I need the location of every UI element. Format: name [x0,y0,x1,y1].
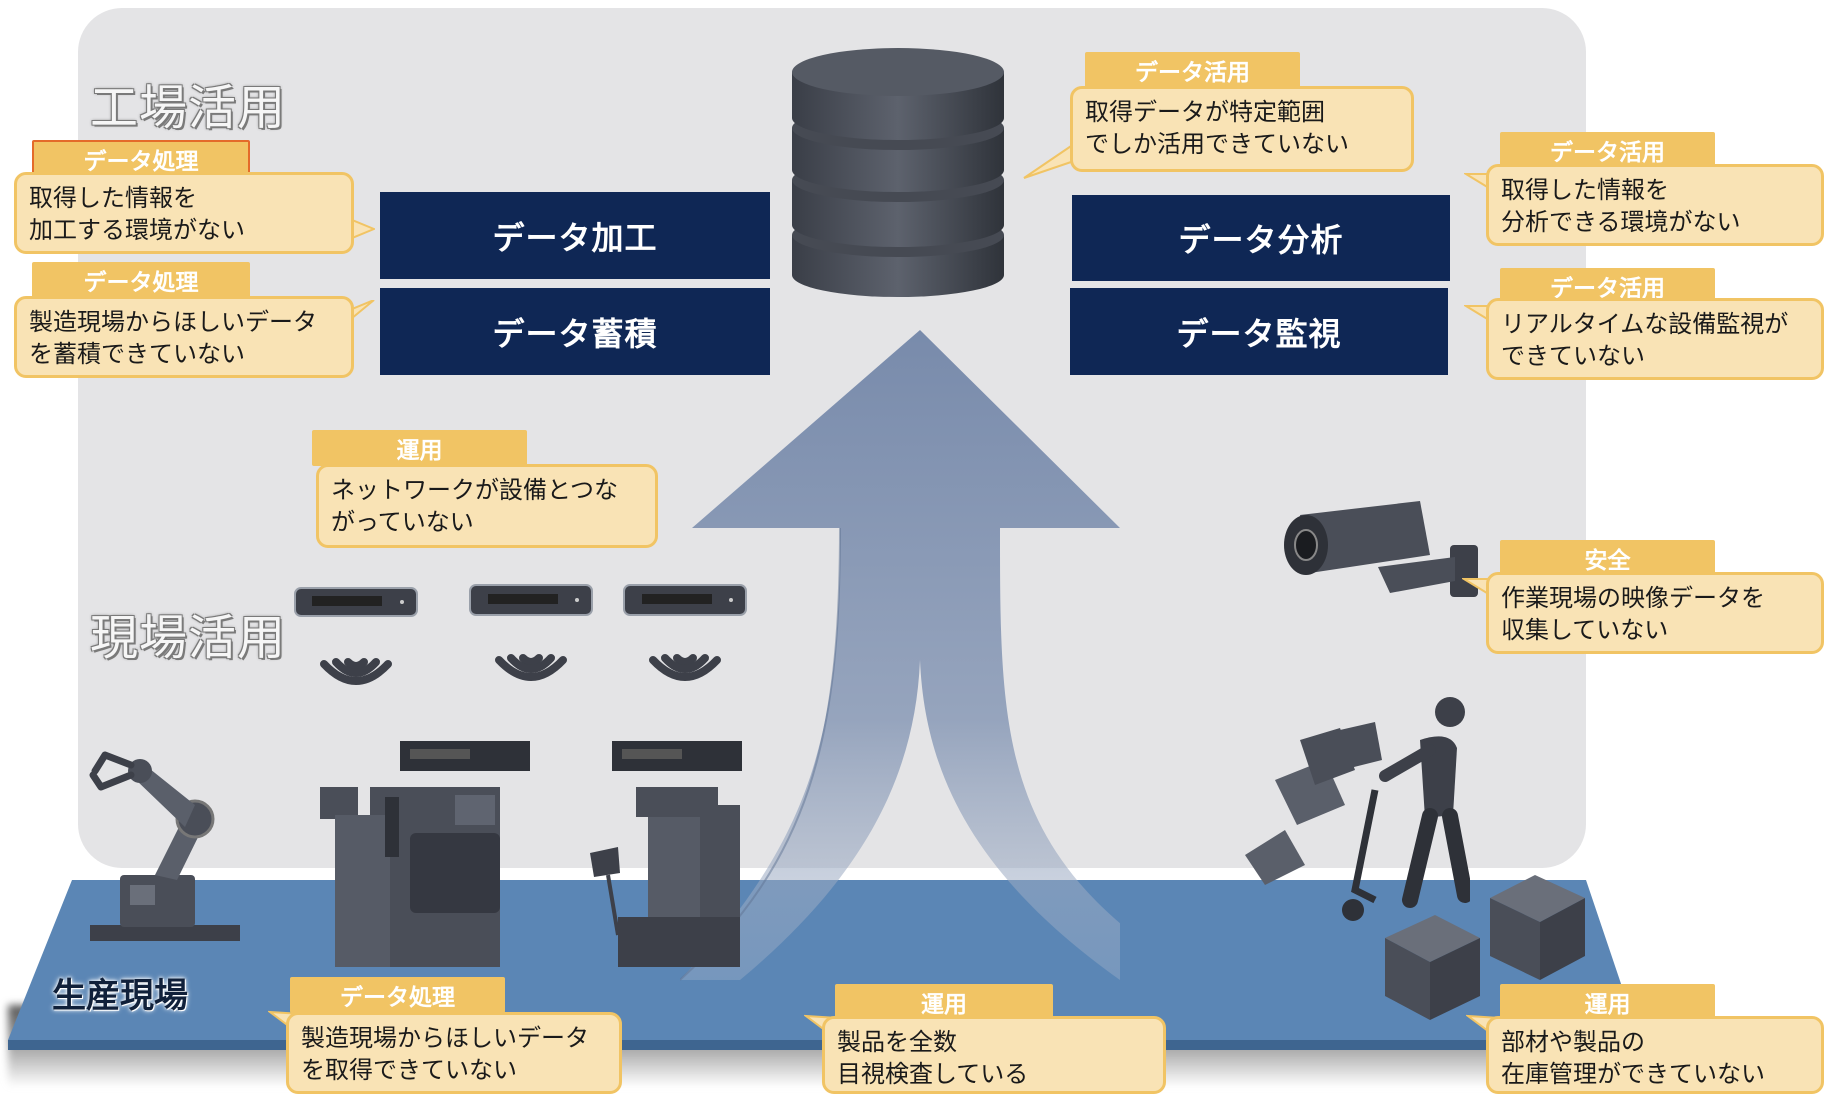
callout-text: 取得した情報を [1501,176,1669,204]
callout-bubble: 取得データが特定範囲 でしか活用できていない [1070,86,1414,172]
wifi-signal-icon [320,654,721,685]
callout-bubble: リアルタイムな設備監視が できていない [1486,298,1824,380]
callout-text: できていない [1501,342,1645,370]
callout-text: リアルタイムな設備監視が [1501,310,1789,338]
callout-bubble: 製品を全数 目視検査している [822,1016,1166,1094]
callout-bubble: 作業現場の映像データを 収集していない [1486,572,1824,654]
callout-text: 加工する環境がない [29,216,245,244]
callout-text: でしか活用できていない [1085,130,1349,158]
data-monitoring-box: データ監視 [1070,288,1448,375]
callout-text: 目視検査している [837,1060,1029,1088]
callout-bubble: 製造現場からほしいデータ を取得できていない [286,1012,622,1094]
callout-text: を取得できていない [301,1056,517,1084]
callout-tag: データ処理 [32,262,250,298]
machine-tool-icon [320,741,530,967]
callout-tag: データ活用 [1500,132,1715,168]
callout-bubble: 製造現場からほしいデータ を蓄積できていない [14,296,354,378]
callout-text: 部材や製品の [1501,1028,1645,1056]
callout-bubble: ネットワークが設備とつな がっていない [316,464,658,548]
callout-text: 取得データが特定範囲 [1085,98,1325,126]
callout-text: 作業現場の映像データを [1501,584,1765,612]
callout-bubble: 取得した情報を 加工する環境がない [14,172,354,254]
production-floor-label: 生産現場 [52,976,188,1016]
callout-tag: データ活用 [1085,52,1300,88]
callout-tag: 運用 [312,430,527,466]
machine-tool-icon [590,741,742,967]
robot-arm-icon [89,751,240,941]
callout-bubble: 部材や製品の 在庫管理ができていない [1486,1016,1824,1094]
data-analysis-box: データ分析 [1072,195,1450,281]
callout-text: ネットワークが設備とつな [331,476,619,504]
router-group [294,584,747,685]
router-icon [623,584,747,616]
callout-tag: 安全 [1500,540,1715,576]
security-camera-icon [1284,501,1478,597]
site-use-label: 現場活用 [90,610,287,666]
callout-text: がっていない [331,508,474,536]
callout-text: 取得した情報を [29,184,197,212]
callout-text: 収集していない [1501,616,1669,644]
cardboard-box-icon [1385,875,1585,1020]
callout-tag: 運用 [835,984,1053,1020]
router-icon [294,587,418,617]
callout-text: 在庫管理ができていない [1501,1060,1765,1088]
callout-text: 製品を全数 [837,1028,957,1056]
data-processing-box: データ加工 [380,192,770,279]
callout-text: 製造現場からほしいデータ [301,1024,589,1052]
callout-text: を蓄積できていない [29,340,245,368]
factory-use-label: 工場活用 [90,80,287,136]
worker-hand-truck-icon [1245,697,1470,921]
callout-tag: データ処理 [290,977,505,1013]
router-icon [469,584,593,616]
callout-text: 分析できる環境がない [1501,208,1741,236]
callout-text: 製造現場からほしいデータ [29,308,317,336]
callout-bubble: 取得した情報を 分析できる環境がない [1486,164,1824,246]
data-storage-box: データ蓄積 [380,288,770,375]
database-icon [792,48,1004,297]
callout-tag: 運用 [1500,984,1715,1020]
